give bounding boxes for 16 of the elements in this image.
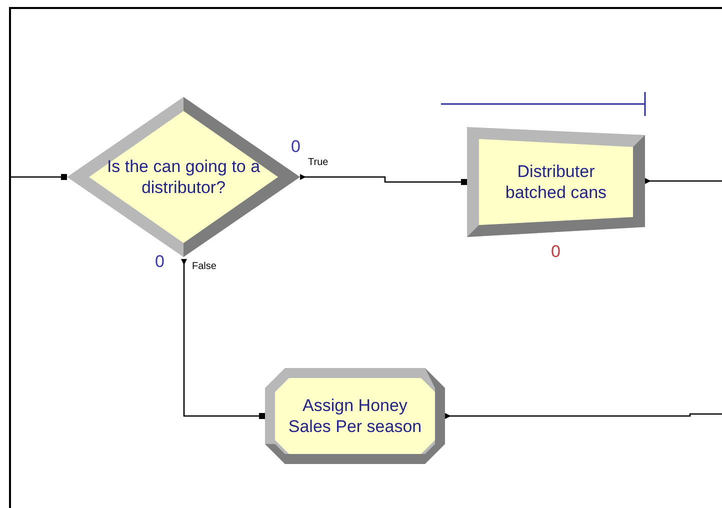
connector	[10, 174, 67, 180]
edge-label: True	[308, 157, 328, 168]
connector	[645, 178, 722, 184]
counter-value: 0	[155, 253, 164, 271]
connector	[181, 259, 265, 419]
connector	[445, 413, 722, 419]
node-label: Distributer batched cans	[504, 161, 608, 203]
counter-value: 0	[291, 138, 300, 156]
decision-diamond	[67, 97, 300, 257]
counter-value: 0	[551, 243, 560, 261]
edge-label: False	[192, 261, 216, 272]
assign-box	[265, 368, 445, 464]
node-label: Is the can going to a distributor?	[106, 156, 262, 198]
node-label: Assign Honey Sales Per season	[287, 395, 423, 437]
connector	[300, 174, 467, 185]
batch-box	[467, 127, 645, 237]
